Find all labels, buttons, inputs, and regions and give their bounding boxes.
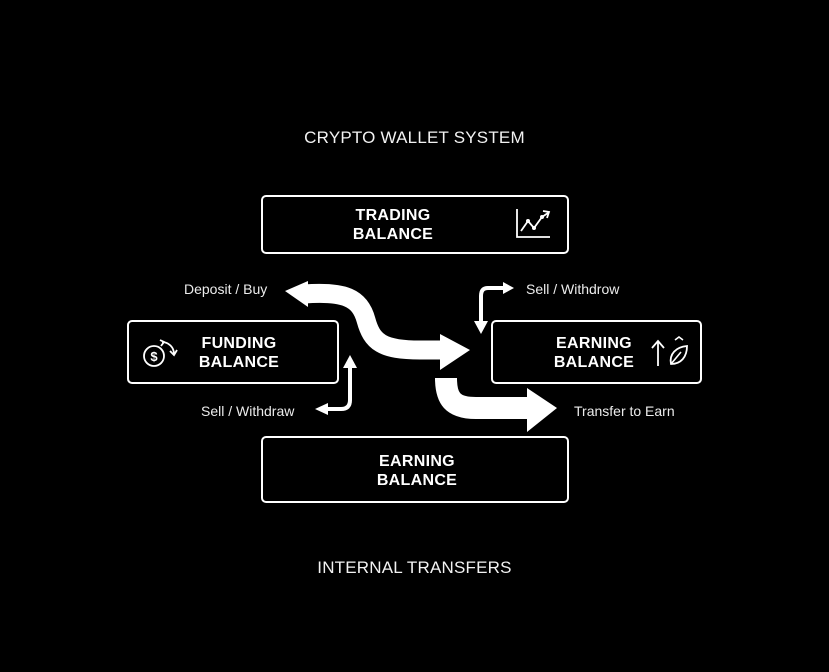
deposit-buy-arrow <box>285 281 470 370</box>
earning-balance-label-bottom: EARNING BALANCE <box>347 452 487 490</box>
growth-leaf-icon <box>651 336 688 366</box>
earning-balance-label-right: EARNING BALANCE <box>526 334 662 372</box>
sell-withdrow-label: Sell / Withdrow <box>526 281 620 297</box>
earning-balance-box-right: EARNING BALANCE <box>491 320 702 384</box>
transfer-to-earn-label: Transfer to Earn <box>574 403 675 419</box>
chart-trend-icon <box>516 209 551 238</box>
deposit-buy-label: Deposit / Buy <box>184 281 268 297</box>
diagram-title: CRYPTO WALLET SYSTEM <box>304 128 525 147</box>
svg-text:$: $ <box>150 349 158 364</box>
earning-right-label-line1: EARNING <box>556 335 632 352</box>
earning-bottom-label-line2: BALANCE <box>376 472 458 489</box>
sell-withdraw-label: Sell / Withdraw <box>201 403 295 419</box>
sell-withdrow-arrow <box>474 282 514 334</box>
dollar-exchange-icon: $ <box>143 339 178 367</box>
trading-balance-box: TRADING BALANCE <box>261 195 569 254</box>
funding-balance-box: $ FUNDING BALANCE <box>127 320 339 384</box>
funding-balance-label: FUNDING BALANCE <box>179 334 299 372</box>
sell-withdraw-arrow <box>315 355 357 415</box>
transfer-to-earn-arrow <box>435 377 557 432</box>
earning-balance-box-bottom: EARNING BALANCE <box>261 436 569 503</box>
funding-label-line2: BALANCE <box>198 354 280 371</box>
funding-label-line1: FUNDING <box>201 335 277 352</box>
earning-right-label-line2: BALANCE <box>553 354 635 371</box>
diagram-footer: INTERNAL TRANSFERS <box>317 558 512 577</box>
earning-bottom-label-line1: EARNING <box>379 453 455 470</box>
trading-label-line2: BALANCE <box>352 226 434 243</box>
trading-label-line1: TRADING <box>355 207 431 224</box>
trading-balance-label: TRADING BALANCE <box>323 206 463 244</box>
